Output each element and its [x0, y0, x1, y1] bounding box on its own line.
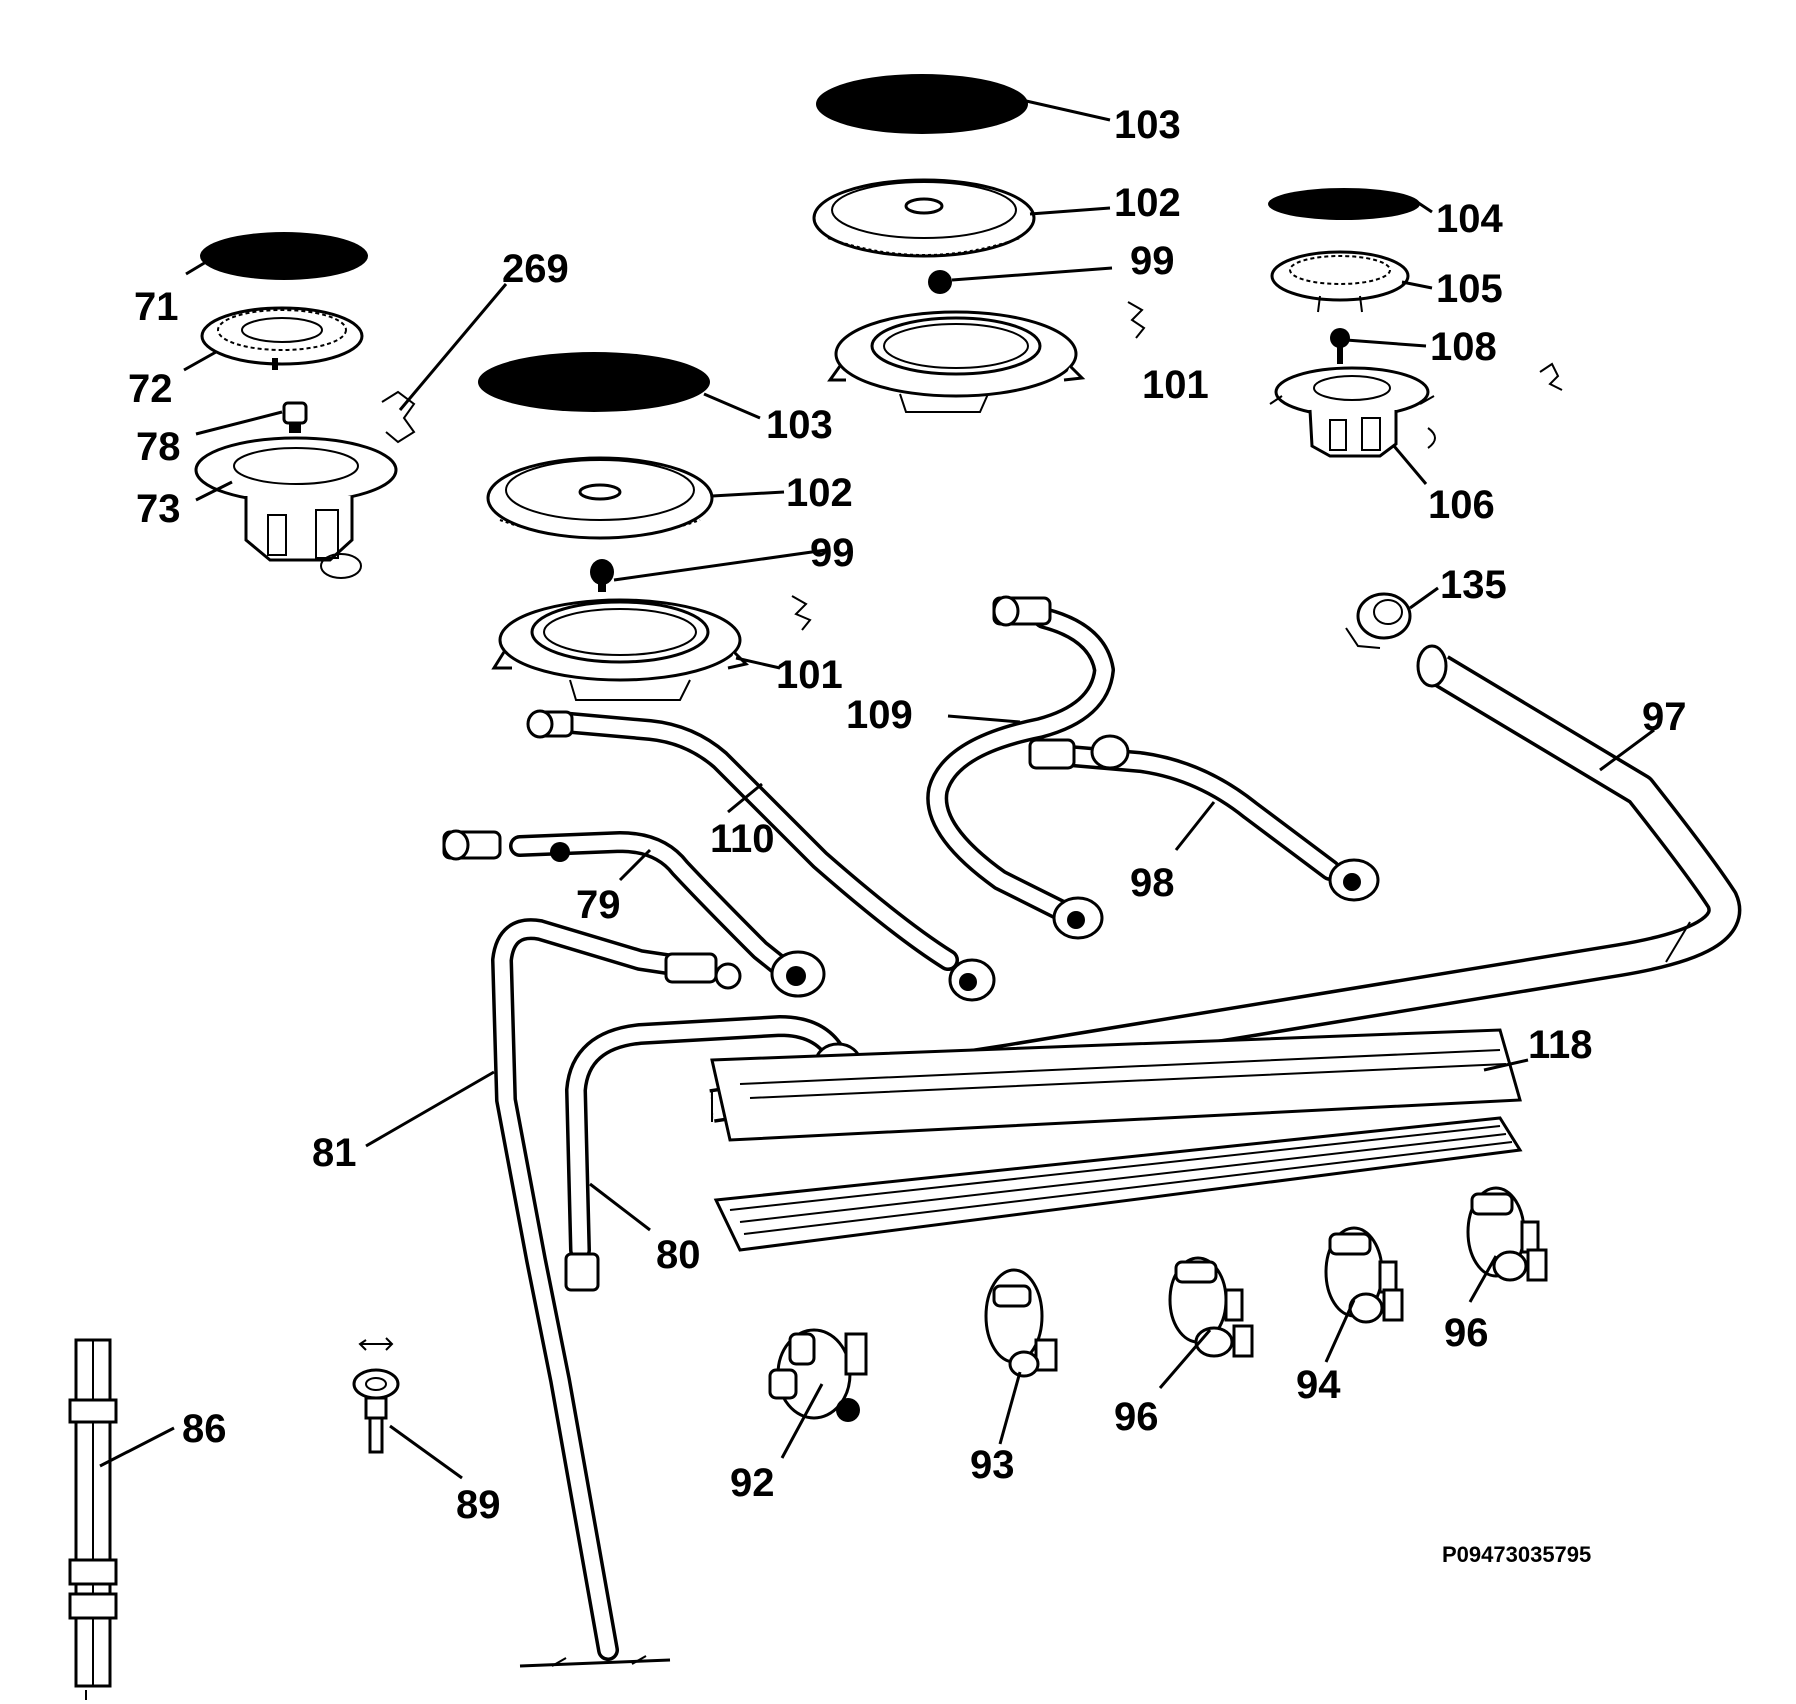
label-135: 135	[1440, 563, 1507, 607]
label-103-middle: 103	[766, 403, 833, 447]
label-97: 97	[1642, 695, 1687, 739]
label-269: 269	[502, 247, 569, 291]
label-102-middle: 102	[786, 471, 853, 515]
gas-tube-110	[526, 709, 996, 1002]
gas-tube-81	[491, 918, 742, 1668]
label-96-left: 96	[1114, 1395, 1159, 1439]
small-clip-right	[1539, 362, 1563, 391]
small-burner-left-assembly	[194, 232, 416, 579]
main-gas-pipe-97	[709, 644, 1742, 1123]
gas-tap-96-left	[1168, 1256, 1254, 1358]
label-72: 72	[128, 367, 173, 411]
small-clip-top	[1127, 301, 1146, 339]
label-73: 73	[136, 487, 181, 531]
burner-cap-71	[200, 232, 368, 280]
label-81: 81	[312, 1131, 357, 1175]
burner-base-106	[1269, 366, 1436, 458]
label-106: 106	[1428, 483, 1495, 527]
small-clip-middle	[791, 595, 812, 631]
spring-clip-269	[381, 390, 416, 444]
label-92: 92	[730, 1461, 775, 1505]
label-109: 109	[846, 693, 913, 737]
clip-89	[352, 1337, 400, 1454]
label-101-top: 101	[1142, 363, 1209, 407]
vertical-pipe-86	[68, 1338, 118, 1700]
leader-lines	[99, 94, 1655, 1480]
label-98: 98	[1130, 861, 1175, 905]
burner-cap-103-top	[816, 74, 1028, 134]
gas-tap-93	[984, 1268, 1058, 1378]
label-93: 93	[970, 1443, 1015, 1487]
label-108: 108	[1430, 325, 1497, 369]
label-110: 110	[710, 817, 775, 861]
injector-99-top	[928, 270, 952, 294]
label-102-top: 102	[1114, 181, 1181, 225]
label-101-middle: 101	[776, 653, 843, 697]
label-99-middle: 99	[810, 531, 855, 575]
label-86: 86	[182, 1407, 227, 1451]
gas-tap-96-right	[1466, 1186, 1548, 1282]
label-78: 78	[136, 425, 181, 469]
label-104: 104	[1436, 197, 1503, 241]
injector-99-middle	[590, 559, 614, 592]
large-burner-top-assembly	[812, 74, 1146, 413]
large-burner-middle-assembly	[478, 352, 812, 701]
gas-tube-98	[1028, 734, 1380, 902]
burner-crown-102-top	[812, 178, 1036, 258]
label-79: 79	[576, 883, 621, 927]
label-118: 118	[1528, 1023, 1593, 1067]
label-99-top: 99	[1130, 239, 1175, 283]
nut-135	[1345, 592, 1412, 649]
burner-base-101-middle	[491, 598, 749, 701]
label-94: 94	[1296, 1363, 1341, 1407]
gas-tap-94	[1324, 1226, 1404, 1324]
small-burner-right-assembly	[1268, 188, 1563, 458]
gas-tap-92	[768, 1328, 868, 1422]
gas-tube-79	[442, 829, 826, 998]
label-71: 71	[134, 285, 179, 329]
gas-tube-109	[926, 595, 1115, 940]
injector-108	[1330, 328, 1350, 364]
label-80: 80	[656, 1233, 701, 1277]
burner-cap-104	[1268, 188, 1420, 220]
drawing-code: P09473035795	[1442, 1542, 1591, 1567]
burner-crown-72	[200, 306, 364, 370]
label-103-top: 103	[1114, 103, 1181, 147]
burner-crown-105	[1270, 250, 1410, 313]
part-number-labels: 71 72 78 73 269 103 102 99 101 103 102 9…	[128, 103, 1687, 1567]
label-89: 89	[456, 1483, 501, 1527]
burner-cap-103-middle	[478, 352, 710, 412]
burner-crown-102-middle	[486, 456, 714, 540]
injector-78	[282, 401, 308, 433]
burner-base-101-top	[827, 310, 1086, 413]
control-bracket-118	[710, 1028, 1523, 1252]
label-105: 105	[1436, 267, 1503, 311]
label-96-right: 96	[1444, 1311, 1489, 1355]
burner-base-73	[194, 436, 398, 579]
